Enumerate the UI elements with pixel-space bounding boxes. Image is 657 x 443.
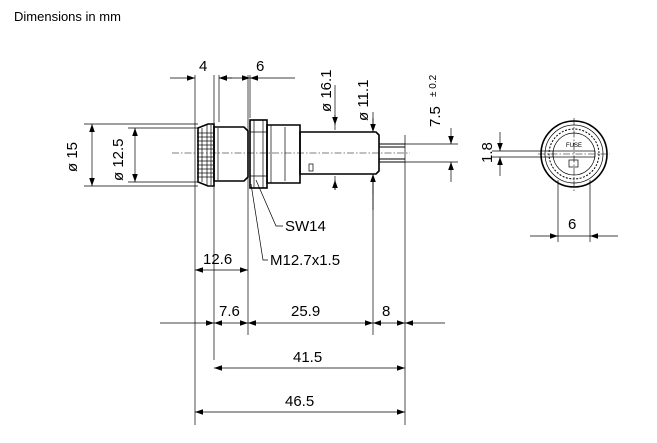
dim-6-top: 6 <box>256 58 264 75</box>
dim-dia-11-1: ø 11.1 <box>355 80 372 121</box>
label-sw14: SW14 <box>285 218 326 235</box>
cap-marking: FUSE <box>566 143 582 149</box>
dim-1-8: 1.8 <box>479 142 496 163</box>
dim-7-5-tolerance: ± 0.2 <box>428 74 439 97</box>
dim-7-6: 7.6 <box>219 303 240 320</box>
dim-46-5: 46.5 <box>285 393 314 410</box>
knurled-cap <box>197 123 215 187</box>
dim-dia-16-1: ø 16.1 <box>318 69 335 112</box>
dim-8: 8 <box>382 303 390 320</box>
dim-6-right: 6 <box>568 216 576 233</box>
dim-41-5: 41.5 <box>293 349 322 366</box>
dim-4: 4 <box>199 58 207 75</box>
side-view: 4 6 ø 16.1 ø 11.1 7.5 ± 0.2 ø 15 ø 12.5 … <box>64 58 458 425</box>
dimensions-caption: Dimensions in mm <box>14 9 121 24</box>
dim-dia-15: ø 15 <box>64 142 81 172</box>
dim-25-9: 25.9 <box>291 303 320 320</box>
dim-7-5: 7.5 <box>427 106 444 127</box>
dim-dia-12-5: ø 12.5 <box>110 138 127 181</box>
front-view: FUSE 1.8 6 <box>479 118 618 242</box>
label-thread: M12.7x1.5 <box>270 252 340 269</box>
hex-nut <box>249 119 268 189</box>
dim-12-6: 12.6 <box>203 251 232 268</box>
